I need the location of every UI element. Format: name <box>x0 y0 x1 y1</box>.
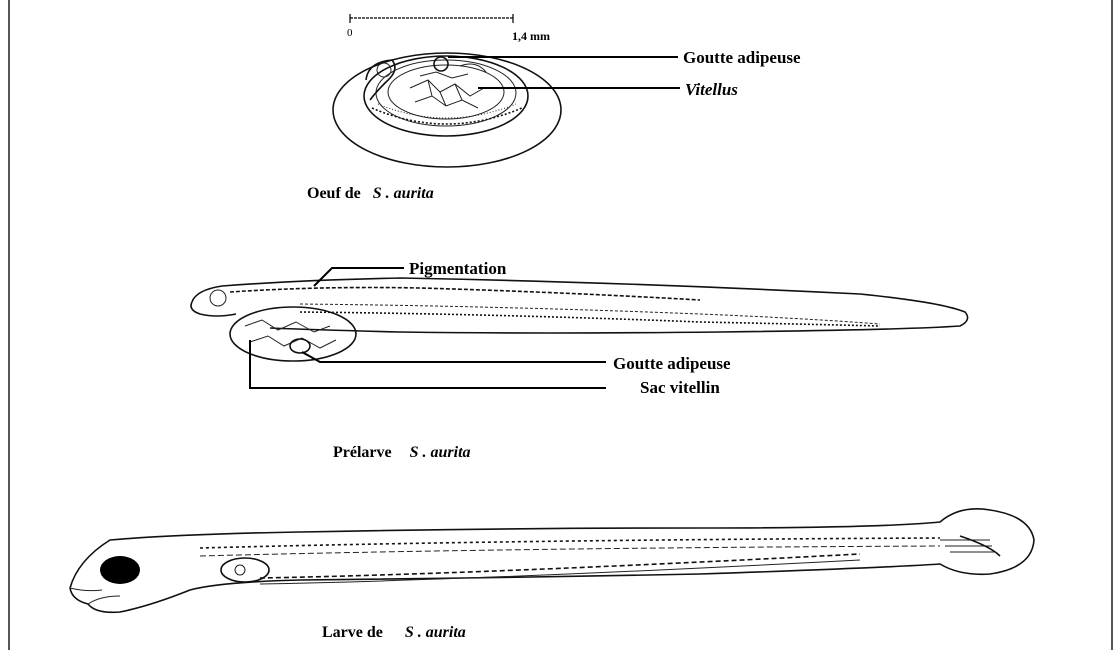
scale-end-label: 1,4 mm <box>512 29 550 43</box>
label-oil-droplet-prelarva: Goutte adipeuse <box>613 354 731 373</box>
egg-drawing <box>333 53 561 167</box>
label-yolk-sac: Sac vitellin <box>640 378 720 397</box>
scale-bar: 0 1,4 mm <box>347 14 550 43</box>
label-yolk-egg: Vitellus <box>685 80 738 99</box>
label-oil-droplet-egg: Goutte adipeuse <box>683 48 801 67</box>
prelarva-drawing <box>191 278 968 361</box>
caption-prelarva: Prélarve S . aurita <box>333 444 471 461</box>
caption-egg: Oeuf de S . aurita <box>307 185 434 202</box>
yolk-sac-leader <box>250 340 606 388</box>
scale-start-label: 0 <box>347 27 353 39</box>
caption-larva: Larve de S . aurita <box>322 624 466 641</box>
label-pigmentation: Pigmentation <box>409 259 507 278</box>
larva-drawing <box>70 509 1034 612</box>
pigmentation-leader <box>314 268 404 286</box>
oil-droplet-leader-prelarva <box>302 352 606 362</box>
